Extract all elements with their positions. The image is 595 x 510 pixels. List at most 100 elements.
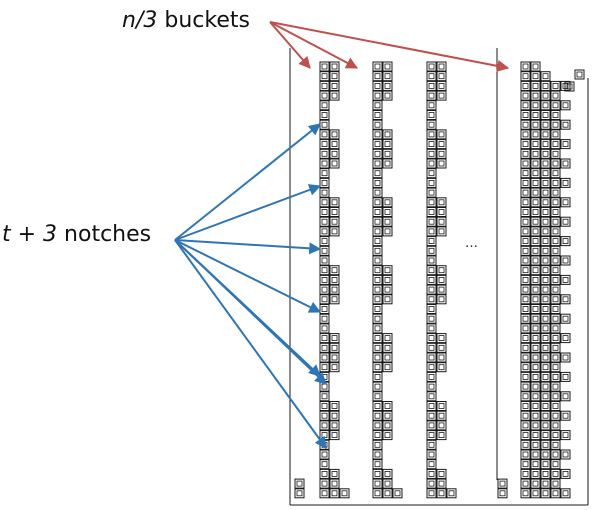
bucket-cell [319,148,330,159]
bucket-cell [520,207,531,217]
bucket-cell-inner [552,112,559,118]
bucket-cell-inner [428,257,435,264]
bucket-cell-inner [321,422,328,429]
bucket-cell-inner [532,306,539,312]
bucket-cell-inner [374,228,381,235]
bucket-cell [550,449,561,460]
bucket-cell-inner [331,141,338,148]
bucket-cell-inner [532,335,539,342]
bucket-cell [540,362,551,373]
bucket-cell-inner [321,325,328,332]
bucket-cell [319,139,330,150]
bucket-cell [530,226,541,237]
bucket-cell-inner [374,63,381,70]
bucket-cell-inner [552,102,559,109]
bucket-cell-inner [428,92,435,99]
bucket-cell [540,342,551,353]
bucket-cell-inner [552,141,559,148]
bucket-cell-inner [428,461,435,468]
bucket-cell [530,420,541,431]
bucket-cell [436,197,447,208]
bucket-cell [540,236,551,247]
bucket-cell-inner [438,199,445,206]
bucket-cell-inner [428,228,435,235]
bucket-cell-inner [384,286,391,293]
bucket-cell-inner [384,160,391,167]
bucket-cell-inner [428,102,435,109]
bucket-cell-inner [331,296,338,303]
bucket-cell [319,304,330,314]
bucket-cell [436,333,447,344]
bucket-cell [329,207,340,217]
bucket-cell-inner [428,325,435,332]
bucket-cell [550,488,561,499]
bucket-cell [520,352,531,363]
bucket-cell-inner [522,286,529,293]
bucket-cell-inner [438,73,445,80]
bucket-cell [520,265,531,276]
bucket-cell-inner [532,199,539,206]
bucket-cell [329,420,340,431]
bucket-cell-inner [522,102,529,109]
bucket-cell-inner [331,267,338,274]
bucket-cell [436,410,447,421]
bucket-cell [560,410,571,421]
bucket-cell-inner [374,276,381,283]
bucket-cell [382,226,393,237]
bucket-cell [530,478,541,489]
bucket-cell [372,236,383,247]
bucket-cell [550,352,561,363]
bucket-cell-inner [438,267,445,274]
bucket-cell-inner [542,315,549,322]
bucket-cell-inner [321,63,328,70]
bucket-cell-inner [428,247,435,254]
bucket-cell-inner [331,286,338,293]
bucket-cell-inner [321,461,328,468]
bucket-cell-inner [438,218,445,225]
bucket-cell [382,158,393,169]
bucket-cell-inner [532,257,539,264]
bucket-cell-inner [321,238,328,245]
bucket-cell-inner [542,73,549,80]
bucket-cell-inner [321,83,328,89]
bucket-cell [520,420,531,431]
bucket-cell [372,304,383,314]
bucket-cell [436,430,447,441]
bucket-cell-inner [542,199,549,206]
bucket-cell-inner [394,490,401,497]
bucket-cell [540,352,551,363]
bucket-cell [520,187,531,198]
bucket-cell-inner [374,257,381,264]
pointer-arrow [174,123,321,241]
bucket-cell [520,333,531,344]
bucket-cell-inner [341,490,348,497]
bucket-cell-inner [522,247,529,254]
bucket-cell-inner [552,276,559,283]
bucket-cell [426,459,437,470]
bucket-cell-inner [552,189,559,196]
bucket-cell [550,391,561,402]
bucket-cell [540,371,551,382]
bucket-cell [329,226,340,237]
bucket-cell [426,488,437,499]
bucket-cell-inner [522,257,529,264]
bucket-cell [329,265,340,276]
bucket-cell [382,265,393,276]
bucket-cell [329,139,340,150]
bucket-cell-inner [532,238,539,245]
bucket-cell-inner [384,335,391,342]
bucket-cell-inner [532,383,539,390]
bucket-cell-inner [374,325,381,332]
bucket-cell-inner [374,412,381,419]
bucket-cell [372,313,383,324]
bucket-cell [436,468,447,479]
bucket-cell [520,119,531,130]
bucket-cell [520,177,531,188]
bucket-cell-inner [532,121,539,128]
bucket-cell [550,158,561,169]
bucket-cell [319,187,330,198]
bucket-cell [540,226,551,237]
bucket-cell [530,371,541,382]
bucket-cell-inner [374,209,381,215]
bucket-cell-inner [532,296,539,303]
